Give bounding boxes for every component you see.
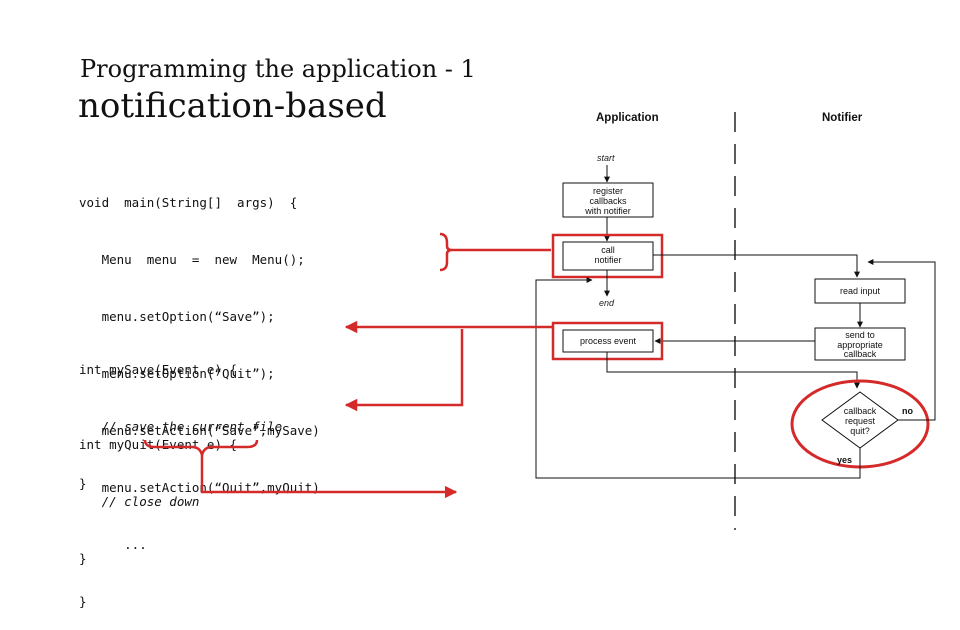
yes-label: yes bbox=[837, 455, 852, 465]
flow-arrow-yes bbox=[535, 277, 861, 479]
decision-label-3: quit? bbox=[850, 426, 870, 436]
call-label-1: call bbox=[601, 245, 615, 255]
code-brace-highlight bbox=[439, 232, 453, 272]
call-notifier-box bbox=[562, 241, 654, 271]
red-connector-quit bbox=[344, 329, 464, 412]
code-line: } bbox=[79, 476, 87, 491]
no-label: no bbox=[902, 406, 913, 416]
column-header-notifier: Notifier bbox=[822, 112, 863, 124]
process-event-box bbox=[562, 329, 654, 353]
register-callbacks-box bbox=[562, 182, 654, 218]
code-line: menu.setOption(“Quit”); bbox=[79, 366, 275, 381]
flow-arrow-no bbox=[867, 259, 936, 421]
code-line: } bbox=[79, 551, 87, 566]
read-input-box bbox=[814, 278, 906, 304]
quit-brace-highlight bbox=[143, 439, 259, 456]
call-label-2: notifier bbox=[594, 255, 621, 265]
column-header-application: Application bbox=[596, 112, 659, 124]
code-comment: // close down bbox=[79, 494, 200, 509]
start-label: start bbox=[597, 153, 615, 163]
code-main-block: void main(String[] args) { Menu menu = n… bbox=[79, 155, 320, 630]
decision-label-1: callback bbox=[844, 406, 877, 416]
process-event-label: process event bbox=[580, 336, 637, 346]
red-connector-yes bbox=[200, 455, 458, 499]
slide-title: Programming the application - 1 bbox=[80, 55, 476, 83]
code-save-block: int mySave(Event e) { // save the curren… bbox=[79, 322, 282, 512]
register-label-1: register bbox=[593, 186, 623, 196]
code-quit-block: int myQuit(Event e) { // close down } bbox=[79, 397, 237, 587]
end-label: end bbox=[599, 298, 615, 308]
code-line: } bbox=[79, 594, 87, 609]
slide-subtitle: notification-based bbox=[78, 86, 387, 126]
code-comment: // save the current file bbox=[79, 419, 283, 434]
code-line: menu.setOption(“Save”); bbox=[79, 309, 275, 324]
decision-label-2: request bbox=[845, 416, 876, 426]
flow-diagram: Application Notifier start register call… bbox=[143, 112, 936, 530]
code-line: int mySave(Event e) { bbox=[79, 362, 238, 377]
register-label-3: with notifier bbox=[584, 206, 631, 216]
code-line: Menu menu = new Menu(); bbox=[79, 252, 305, 267]
read-input-label: read input bbox=[840, 286, 881, 296]
send-label-3: callback bbox=[844, 349, 877, 359]
send-label-2: appropriate bbox=[837, 340, 883, 350]
send-label-1: send to bbox=[845, 330, 875, 340]
flow-arrow bbox=[653, 254, 860, 278]
code-line: menu.setAction(“Save”,mySave) bbox=[79, 423, 320, 438]
code-line: void main(String[] args) { bbox=[79, 195, 298, 210]
send-callback-box bbox=[814, 327, 906, 361]
register-label-2: callbacks bbox=[589, 196, 627, 206]
